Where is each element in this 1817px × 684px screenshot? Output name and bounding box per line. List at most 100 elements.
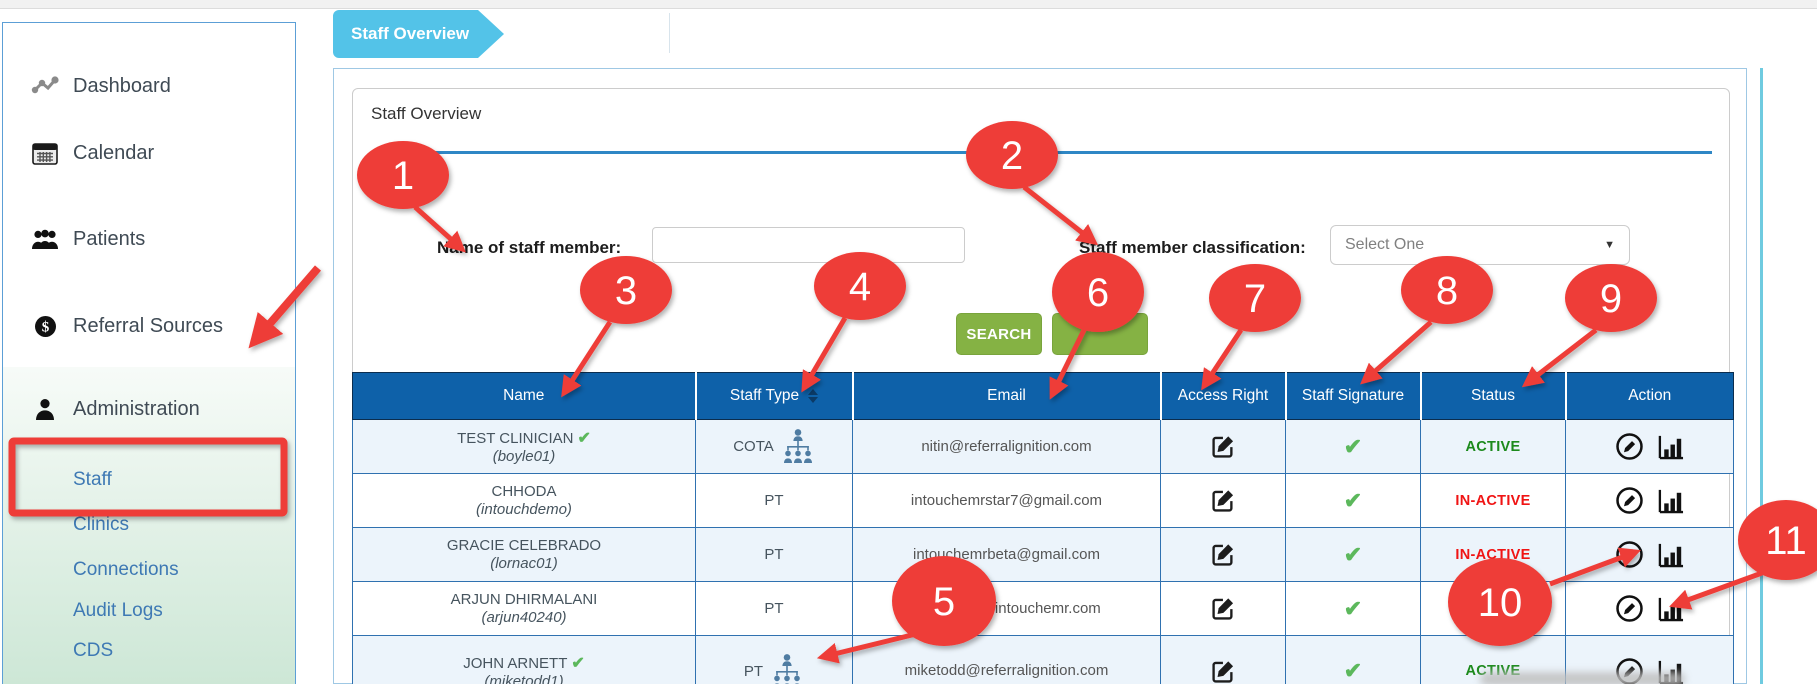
calendar-icon xyxy=(29,142,61,165)
edit-access-icon[interactable] xyxy=(1210,595,1237,622)
email-cell: nitin@referralignition.com xyxy=(852,419,1161,474)
verified-check-icon: ✔ xyxy=(571,654,585,672)
administration-section-background xyxy=(3,367,295,684)
signature-check-icon: ✔ xyxy=(1343,595,1363,621)
email-cell: intouchemrbeta@gmail.com xyxy=(852,527,1161,582)
sidebar-item-label: Administration xyxy=(73,397,200,420)
action-cell xyxy=(1565,527,1734,582)
name-cell: GRACIE CELEBRADO✔ (lornac01) xyxy=(352,527,696,582)
edit-action-icon[interactable] xyxy=(1615,486,1644,515)
status-cell: IN-ACTIVE xyxy=(1420,581,1566,636)
edit-access-icon[interactable] xyxy=(1210,433,1237,460)
tab-staff-overview[interactable]: Staff Overview xyxy=(333,10,504,58)
column-header-staff-type[interactable]: Staff Type xyxy=(695,372,854,420)
sidebar-item-clinics[interactable]: Clinics xyxy=(73,514,129,535)
table-row: TEST CLINICIAN✔ (boyle01) COTA xyxy=(352,419,1734,474)
signature-check-icon: ✔ xyxy=(1343,487,1363,513)
staff-name-input[interactable] xyxy=(652,227,965,263)
title-divider xyxy=(371,151,1712,154)
table-row: ARJUN DHIRMALANI✔ (arjun40240) PT xyxy=(352,581,1734,636)
status-cell: IN-ACTIVE xyxy=(1420,527,1566,582)
classification-selected-value: Select One xyxy=(1345,236,1425,253)
sidebar-item-calendar[interactable]: Calendar xyxy=(3,137,295,169)
classification-label: Staff member classification: xyxy=(1079,238,1306,257)
action-cell xyxy=(1565,581,1734,636)
edit-action-icon[interactable] xyxy=(1615,432,1644,461)
table-header-row: Name Staff Type Email Access Right Staff… xyxy=(352,372,1734,420)
email-cell: boylework@intouchemr.com xyxy=(852,581,1161,636)
referral-sources-icon: $ xyxy=(29,315,61,338)
column-header-access-right: Access Right xyxy=(1160,372,1287,420)
edit-access-icon[interactable] xyxy=(1210,487,1237,514)
staff-type-cell: PT xyxy=(695,635,853,684)
sidebar-item-patients[interactable]: Patients xyxy=(3,223,295,255)
edit-action-icon[interactable] xyxy=(1615,540,1644,569)
patients-icon xyxy=(29,229,61,250)
access-right-cell xyxy=(1160,635,1286,684)
stats-chart-icon[interactable] xyxy=(1656,487,1685,514)
staff-signature-cell: ✔ xyxy=(1285,473,1421,528)
email-cell: intouchemrstar7@gmail.com xyxy=(852,473,1161,528)
table-row: CHHODA✔ (intouchdemo) PT xyxy=(352,473,1734,528)
sidebar-item-referral-sources[interactable]: $ Referral Sources xyxy=(3,310,295,342)
sidebar-item-administration[interactable]: Administration xyxy=(3,393,295,425)
svg-text:$: $ xyxy=(41,319,49,335)
breadcrumb-divider xyxy=(669,13,670,53)
column-header-staff-signature: Staff Signature xyxy=(1285,372,1422,420)
staff-signature-cell: ✔ xyxy=(1285,581,1421,636)
action-cell xyxy=(1565,419,1734,474)
tab-label: Staff Overview xyxy=(351,24,470,43)
access-right-cell xyxy=(1160,419,1286,474)
sidebar-item-label: Calendar xyxy=(73,141,155,164)
sort-icon xyxy=(808,389,819,403)
edit-access-icon[interactable] xyxy=(1210,658,1237,684)
status-cell: IN-ACTIVE xyxy=(1420,473,1566,528)
access-right-cell xyxy=(1160,581,1286,636)
name-cell: TEST CLINICIAN✔ (boyle01) xyxy=(352,419,696,474)
administration-icon xyxy=(29,398,61,421)
status-cell: ACTIVE xyxy=(1420,419,1566,474)
search-button[interactable]: SEARCH xyxy=(956,313,1042,355)
panel-right-accent xyxy=(1760,68,1763,684)
column-header-status: Status xyxy=(1420,372,1567,420)
page-title: Staff Overview xyxy=(371,104,482,123)
sidebar-item-label: Referral Sources xyxy=(73,314,224,337)
column-header-action: Action xyxy=(1565,372,1734,420)
column-header-name[interactable]: Name xyxy=(352,372,697,420)
stats-chart-icon[interactable] xyxy=(1656,595,1685,622)
hierarchy-icon[interactable] xyxy=(770,653,804,684)
callout-number-11: 11 xyxy=(1765,519,1807,563)
staff-type-cell: PT xyxy=(695,473,853,528)
edit-access-icon[interactable] xyxy=(1210,541,1237,568)
chevron-down-icon: ▼ xyxy=(1604,239,1615,251)
sidebar-item-connections[interactable]: Connections xyxy=(73,559,179,580)
email-cell: miketodd@referralignition.com xyxy=(852,635,1161,684)
sidebar-item-cds[interactable]: CDS xyxy=(73,640,114,661)
edit-action-icon[interactable] xyxy=(1615,594,1644,623)
access-right-cell xyxy=(1160,473,1286,528)
sidebar-item-staff[interactable]: Staff xyxy=(73,469,112,490)
access-right-cell xyxy=(1160,527,1286,582)
staff-type-cell: PT xyxy=(695,581,853,636)
sidebar-item-label: Dashboard xyxy=(73,74,171,97)
sidebar-item-label: Patients xyxy=(73,227,146,250)
name-cell: ARJUN DHIRMALANI✔ (arjun40240) xyxy=(352,581,696,636)
stats-chart-icon[interactable] xyxy=(1656,433,1685,460)
staff-signature-cell: ✔ xyxy=(1285,635,1421,684)
stats-chart-icon[interactable] xyxy=(1656,541,1685,568)
signature-check-icon: ✔ xyxy=(1343,658,1363,683)
hierarchy-icon[interactable] xyxy=(781,428,815,465)
signature-check-icon: ✔ xyxy=(1343,541,1363,567)
reset-button[interactable] xyxy=(1052,313,1148,355)
staff-name-label: Name of staff member: xyxy=(437,238,622,257)
dashboard-icon xyxy=(29,75,61,97)
classification-select[interactable]: Select One ▼ xyxy=(1330,225,1630,265)
signature-check-icon: ✔ xyxy=(1343,433,1363,459)
sidebar-item-dashboard[interactable]: Dashboard xyxy=(3,70,295,102)
sidebar-item-audit-logs[interactable]: Audit Logs xyxy=(73,600,163,621)
bottom-widget-shadow xyxy=(1480,672,1685,684)
table-row: GRACIE CELEBRADO✔ (lornac01) PT xyxy=(352,527,1734,582)
name-cell: CHHODA✔ (intouchdemo) xyxy=(352,473,696,528)
staff-type-cell: COTA xyxy=(695,419,853,474)
staff-type-cell: PT xyxy=(695,527,853,582)
